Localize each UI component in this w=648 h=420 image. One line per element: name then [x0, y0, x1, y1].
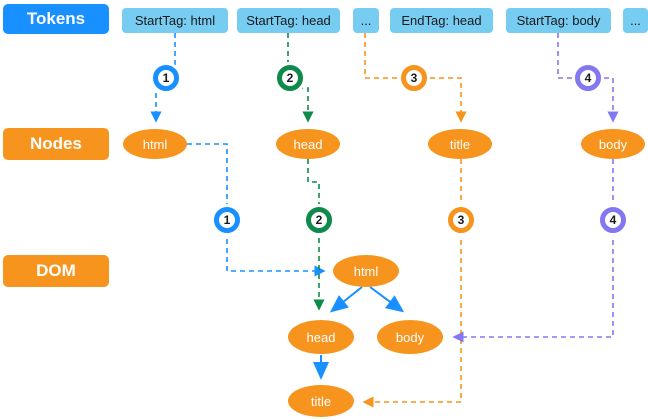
step-number: 1 — [214, 207, 240, 233]
dom-row-label: DOM — [3, 255, 109, 287]
token-label: ... — [630, 13, 641, 28]
token-label: StartTag: body — [516, 13, 601, 28]
token-ellipsis-2: ... — [623, 8, 648, 33]
nodes-row-label: Nodes — [3, 128, 109, 160]
step-number: 2 — [277, 65, 303, 91]
step-number: 2 — [306, 207, 332, 233]
nodes-row-label-text: Nodes — [30, 134, 82, 153]
step-4-badge-top: 4 — [572, 62, 604, 94]
tokens-row-label: Tokens — [3, 4, 109, 34]
step-1-badge-top: 1 — [150, 62, 182, 94]
token-starttag-html: StartTag: html — [122, 8, 228, 33]
dom-node-head: head — [288, 320, 354, 354]
token-starttag-body: StartTag: body — [506, 8, 611, 33]
tokens-row-label-text: Tokens — [26, 9, 86, 28]
node-label: head — [293, 136, 323, 152]
node-head: head — [276, 129, 340, 159]
step-2-badge-bottom: 2 — [303, 204, 335, 236]
dom-node-label: head — [306, 329, 336, 345]
token-label: StartTag: head — [246, 13, 331, 28]
token-label: ... — [360, 13, 372, 28]
dom-node-label: html — [353, 263, 379, 279]
dom-node-label: title — [310, 393, 332, 409]
token-label: EndTag: head — [401, 13, 482, 28]
dom-node-body: body — [377, 320, 443, 354]
node-html: html — [123, 129, 187, 159]
step-number: 3 — [448, 207, 474, 233]
step-3-badge-bottom: 3 — [445, 204, 477, 236]
step-number: 4 — [575, 65, 601, 91]
dom-row-label-text: DOM — [36, 261, 76, 280]
step-4-badge-bottom: 4 — [597, 204, 629, 236]
step-number: 3 — [401, 65, 427, 91]
node-label: html — [142, 136, 168, 152]
step-2-badge-top: 2 — [274, 62, 306, 94]
node-title: title — [428, 129, 492, 159]
node-body: body — [581, 129, 645, 159]
node-label: title — [449, 136, 471, 152]
token-ellipsis-1: ... — [353, 8, 379, 33]
step-1-badge-bottom: 1 — [211, 204, 243, 236]
step-number: 1 — [153, 65, 179, 91]
dom-node-label: body — [395, 329, 425, 345]
dom-node-title: title — [288, 385, 354, 417]
dom-node-html: html — [333, 255, 399, 287]
step-number: 4 — [600, 207, 626, 233]
step-3-badge-top: 3 — [398, 62, 430, 94]
token-endtag-head: EndTag: head — [390, 8, 493, 33]
token-starttag-head: StartTag: head — [237, 8, 340, 33]
token-label: StartTag: html — [134, 13, 216, 28]
node-label: body — [598, 136, 628, 152]
